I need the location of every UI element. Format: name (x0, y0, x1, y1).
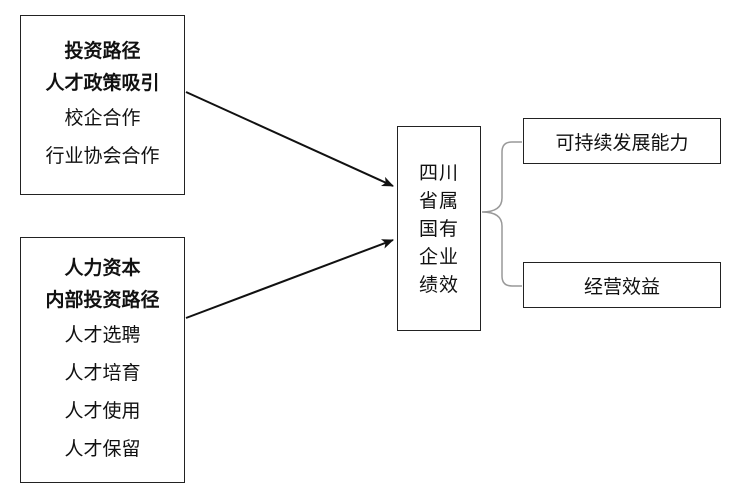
talent-use-item: 人才使用 (64, 400, 141, 422)
talent-cultivation-item: 人才培育 (64, 362, 141, 384)
center-line-5: 绩效 (418, 273, 459, 296)
sustainable-development-label: 可持续发展能力 (555, 131, 689, 154)
investment-path-box: 投资路径 人才政策吸引 校企合作 行业协会合作 (20, 15, 185, 195)
arrow-top-to-center (185, 91, 394, 187)
enterprise-performance-box: 四川 省属 国有 企业 绩效 (397, 126, 481, 331)
center-line-2: 省属 (418, 189, 459, 212)
industry-association-item: 行业协会合作 (45, 145, 160, 167)
human-capital-title: 人力资本 (64, 257, 141, 279)
operating-efficiency-label: 经营效益 (583, 275, 660, 298)
human-capital-box: 人力资本 内部投资路径 人才选聘 人才培育 人才使用 人才保留 (20, 237, 185, 483)
center-line-3: 国有 (418, 217, 459, 240)
sustainable-development-box: 可持续发展能力 (523, 118, 721, 164)
center-line-4: 企业 (418, 245, 459, 268)
school-enterprise-item: 校企合作 (64, 107, 141, 129)
internal-investment-title: 内部投资路径 (45, 289, 160, 311)
arrow-bottom-to-center (185, 239, 394, 319)
center-line-1: 四川 (418, 161, 459, 184)
operating-efficiency-box: 经营效益 (523, 262, 721, 308)
talent-selection-item: 人才选聘 (64, 324, 141, 346)
investment-path-title: 投资路径 (64, 40, 141, 62)
brace-connector (481, 141, 522, 287)
talent-retention-item: 人才保留 (64, 438, 141, 460)
talent-policy-title: 人才政策吸引 (45, 72, 160, 94)
